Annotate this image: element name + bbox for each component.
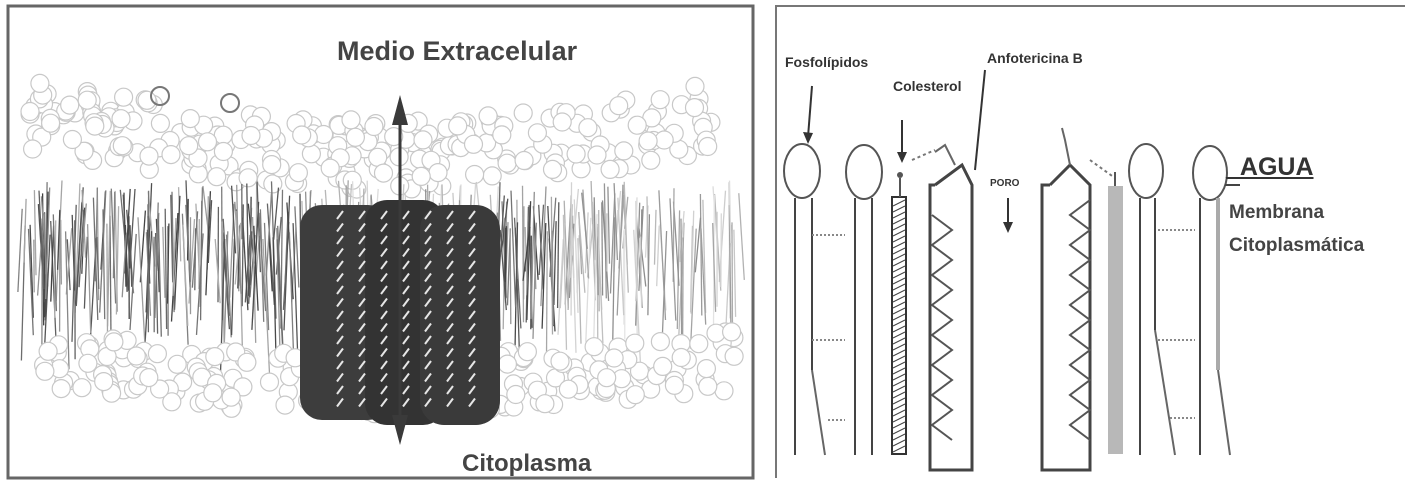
- cholesterol-molecule: [892, 172, 906, 454]
- cytoplasm-label: Citoplasma: [462, 450, 591, 478]
- left-panel-diagram: [0, 0, 760, 484]
- phospholipid-1: [784, 144, 845, 455]
- membrane-label-line2: Citoplasmática: [1229, 235, 1364, 257]
- pore-pointer-arrow: [1003, 198, 1013, 233]
- cholesterol-molecule-2: [1108, 172, 1123, 454]
- phospholipids-label: Fosfolípidos: [785, 54, 868, 70]
- cholesterol-pointer-arrow: [897, 120, 907, 163]
- amphotericin-label: Anfotericina B: [987, 50, 1083, 66]
- phospholipid-pointer-arrow: [803, 86, 813, 144]
- phospholipid-3: [1129, 144, 1195, 455]
- amphotericin-pointer-arrow: [975, 70, 985, 170]
- pore-label: PORO: [990, 178, 1019, 189]
- extracellular-label: Medio Extracelular: [337, 36, 577, 67]
- amphotericin-molecule-2: [1042, 128, 1115, 470]
- cholesterol-label: Colesterol: [893, 78, 961, 94]
- water-label: _AGUA: [1226, 153, 1314, 182]
- phospholipid-4: [1193, 146, 1230, 455]
- membrane-label-line1: Membrana: [1229, 202, 1324, 224]
- amphotericin-molecule-1: [912, 145, 972, 470]
- phospholipid-2: [846, 145, 882, 455]
